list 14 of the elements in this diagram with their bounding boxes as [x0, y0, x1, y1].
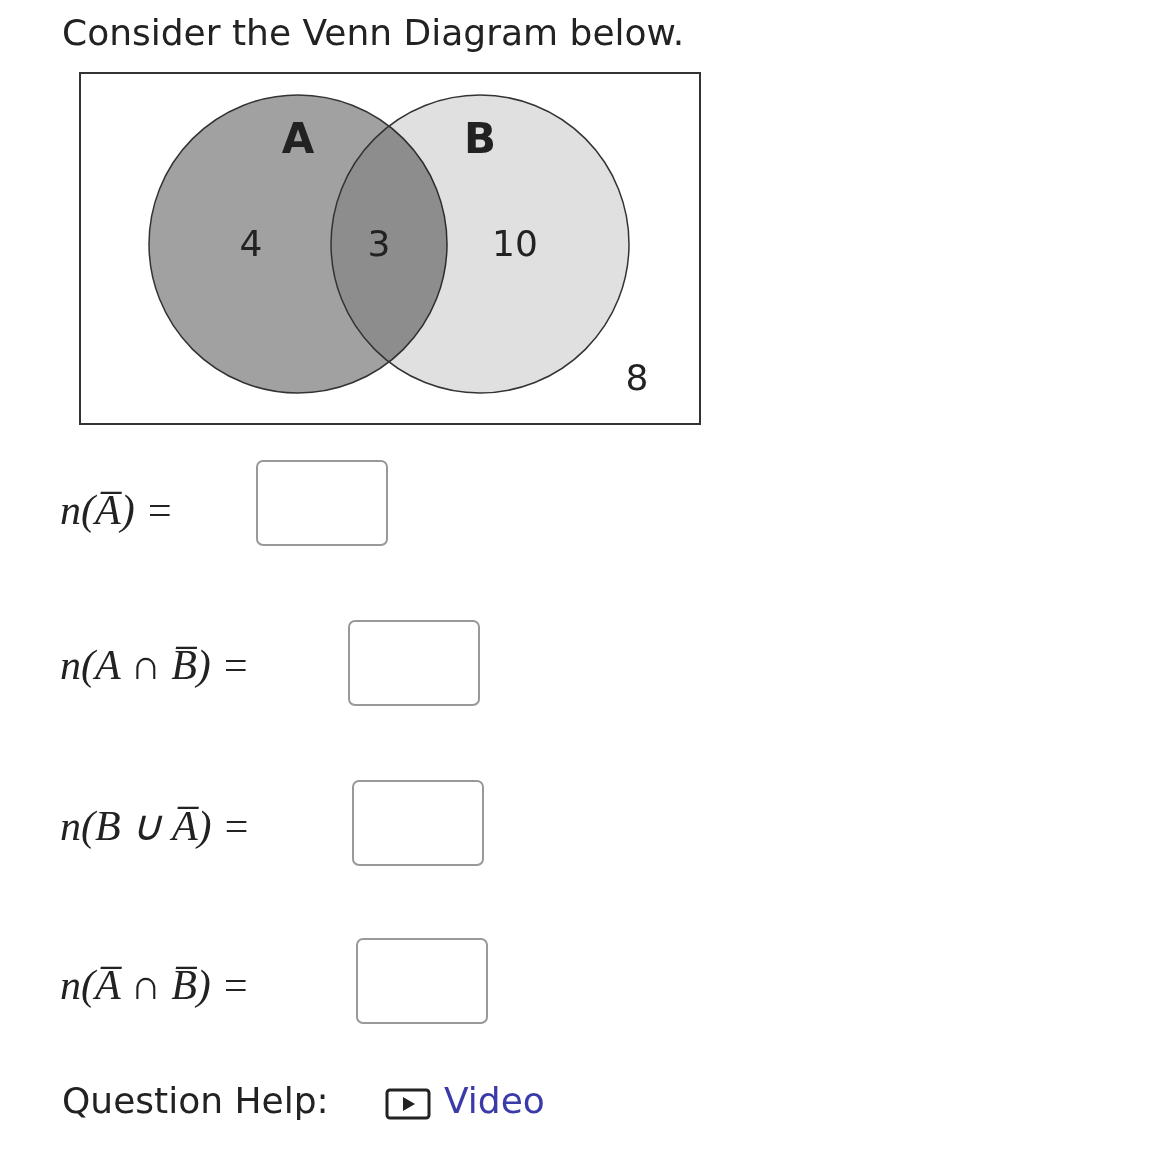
set-expression: n(A̅ ∩ B̅) =	[60, 961, 250, 1009]
region-count: 10	[492, 226, 538, 262]
set-expression: n(A̅) =	[60, 486, 174, 534]
set-expression: n(A ∩ B̅) =	[60, 641, 250, 689]
help-label: Question Help:	[62, 1080, 329, 1121]
video-link: Video	[444, 1080, 545, 1121]
set-label: B	[464, 118, 496, 160]
universal-set-box	[79, 72, 701, 425]
question-title: Consider the Venn Diagram below.	[62, 12, 685, 53]
region-count: 8	[625, 360, 649, 396]
region-count: 3	[367, 226, 391, 262]
set-expression: n(B ∪ A̅) =	[60, 801, 251, 850]
region-count: 4	[239, 226, 263, 262]
set-label: A	[281, 118, 315, 160]
